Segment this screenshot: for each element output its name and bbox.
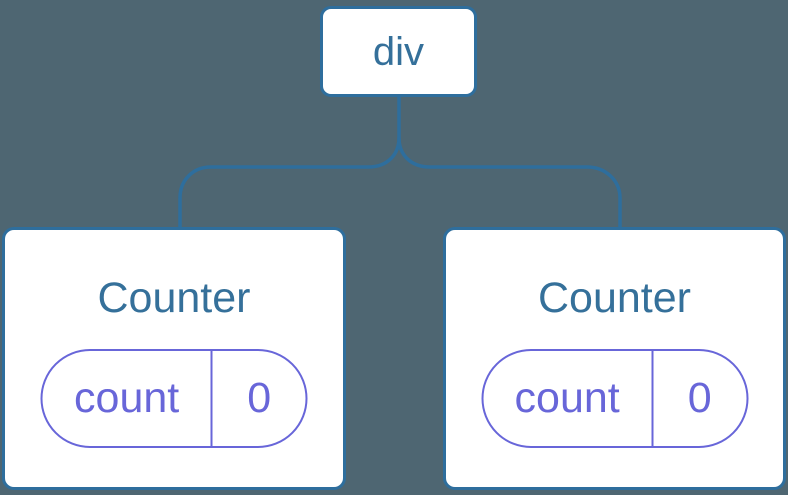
state-divider <box>210 351 213 446</box>
state-pill: count 0 <box>481 349 748 448</box>
state-divider <box>651 351 654 446</box>
state-key: count <box>514 374 620 422</box>
counter-node-left: Counter count 0 <box>2 227 346 490</box>
state-pill: count 0 <box>40 349 308 448</box>
state-value: 0 <box>247 374 272 422</box>
root-node: div <box>320 6 477 97</box>
root-node-label: div <box>372 29 425 74</box>
connector-branch-right <box>397 137 622 227</box>
state-key: count <box>74 374 180 422</box>
connector-branch-left <box>178 137 401 227</box>
component-name: Counter <box>97 274 251 322</box>
counter-node-right: Counter count 0 <box>443 227 786 490</box>
state-value: 0 <box>687 374 712 422</box>
component-name: Counter <box>538 274 691 322</box>
